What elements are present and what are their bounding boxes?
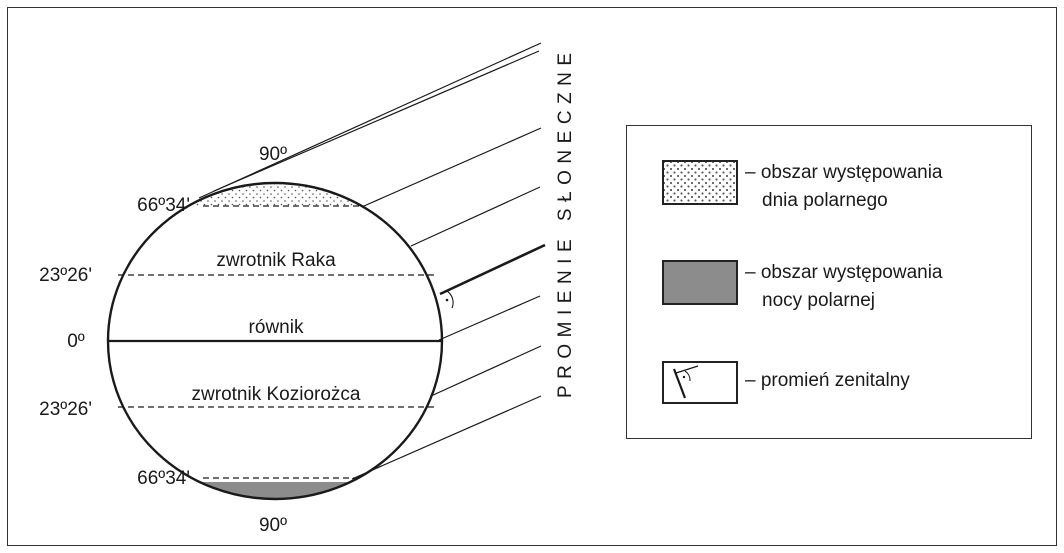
- label-tropic-capricorn: zwrotnik Koziorożca: [192, 384, 361, 405]
- label-arctic-north: 66º34': [137, 195, 190, 216]
- label-north-pole: 90º: [259, 144, 287, 165]
- legend-zenith-ray-text: – promień zenitalny: [745, 367, 910, 395]
- earth-outline: [106, 181, 444, 501]
- legend-polar-night-text: – obszar występowania nocy polarnej: [745, 259, 943, 315]
- latitude-lines: [118, 205, 434, 479]
- label-south-pole: 90º: [259, 515, 287, 536]
- zenith-ray-swatch: [662, 361, 738, 404]
- sun-rays: [198, 42, 542, 480]
- label-arctic-south: 66º34': [137, 468, 190, 489]
- legend: – obszar występowania dnia polarnego – o…: [626, 125, 1032, 439]
- polar-night-swatch: [662, 260, 738, 305]
- legend-polar-night-line2: nocy polarnej: [762, 290, 876, 311]
- diagram-frame: [7, 7, 1057, 546]
- right-angle-dot: [445, 298, 449, 302]
- label-equator-deg: 0º: [67, 331, 85, 352]
- legend-zenith-ray-line1: – promień zenitalny: [745, 370, 910, 391]
- polar-day-swatch: [662, 160, 738, 205]
- legend-polar-day-line2: dnia polarnego: [762, 190, 888, 211]
- legend-polar-day-line1: – obszar występowania: [745, 162, 943, 183]
- label-sun-rays: PROMIENIE SŁONECZNE: [555, 46, 576, 398]
- label-tropic-south: 23º26': [39, 399, 92, 420]
- right-angle-marker: [446, 290, 454, 309]
- zenith-ray-icon: [672, 365, 699, 399]
- legend-polar-night-line1: – obszar występowania: [745, 262, 943, 283]
- label-tropic-cancer: zwrotnik Raka: [216, 250, 336, 271]
- legend-polar-day-text: – obszar występowania dnia polarnego: [745, 159, 943, 215]
- label-equator: równik: [249, 317, 304, 338]
- label-tropic-north: 23º26': [39, 265, 92, 286]
- zenith-ray: [439, 243, 546, 296]
